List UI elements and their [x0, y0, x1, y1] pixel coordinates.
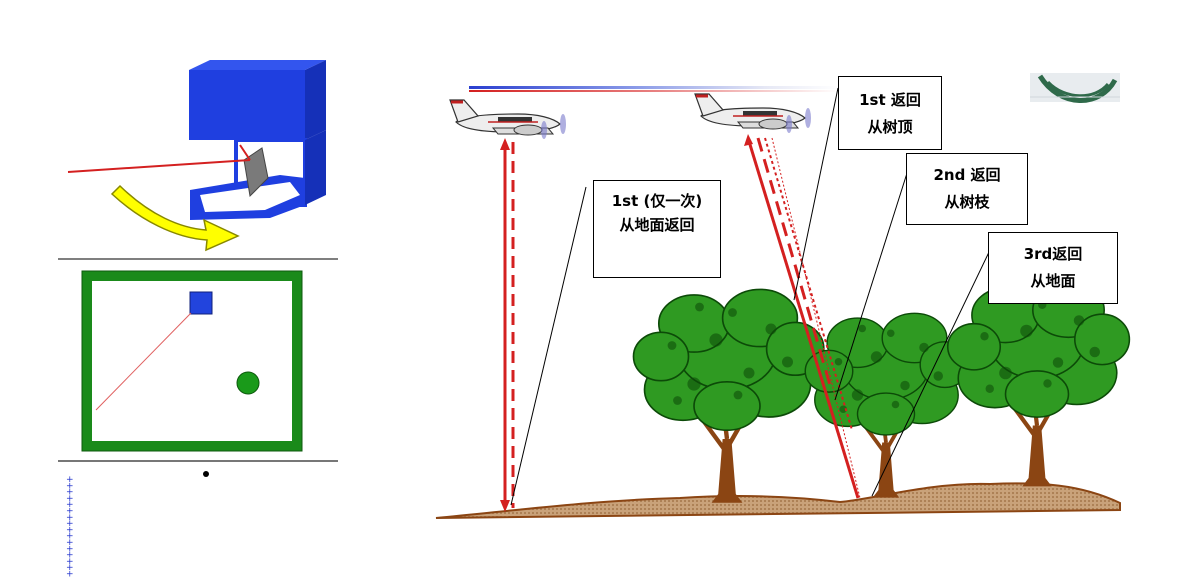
laser-return-1 [500, 138, 515, 512]
tree-icon [634, 289, 824, 502]
tree-icon [948, 283, 1130, 487]
point-mark: + [66, 532, 74, 542]
header-bar [469, 86, 839, 89]
callout-line: 1st 返回 [859, 91, 921, 109]
point-mark: + [66, 500, 74, 510]
point-mark: + [66, 525, 74, 535]
rotation-arrow-icon [110, 184, 240, 252]
callout-line: 从树顶 [867, 118, 913, 136]
pointer-line [793, 87, 839, 301]
laser-returns-2 [744, 134, 861, 499]
point-mark: + [66, 494, 74, 504]
dot-icon [203, 471, 209, 477]
scan-frame [81, 270, 303, 452]
callout-line: 从地面返回 [619, 216, 695, 234]
point-mark: + [66, 551, 74, 561]
point-mark: + [66, 570, 74, 580]
point-mark: + [66, 488, 74, 498]
point-mark: + [66, 481, 74, 491]
callout-line: 1st (仅一次) [611, 192, 703, 210]
scan-line [95, 312, 192, 411]
callout-line: 从树枝 [944, 193, 990, 211]
point-mark: + [66, 475, 74, 485]
point-mark: + [66, 513, 74, 523]
callout-first-return: 1st 返回 从树顶 [838, 76, 942, 150]
point-mark: + [66, 538, 74, 548]
point-mark: + [66, 544, 74, 554]
ground [435, 482, 1121, 519]
scanner-box-icon [189, 60, 326, 220]
point-mark: + [66, 519, 74, 529]
green-circle-icon [236, 371, 260, 395]
blue-square-icon [189, 291, 213, 315]
logo-icon [1030, 73, 1120, 103]
callout-ground-only-return: 1st (仅一次) 从地面返回 [593, 180, 721, 278]
callout-line: 从地面 [1030, 272, 1076, 290]
airplane-icon [448, 98, 568, 141]
pointer-line [510, 186, 587, 506]
pointer-line [871, 249, 991, 497]
laser-beam-line [67, 159, 251, 173]
pointer-line [834, 169, 909, 401]
airplane-icon [693, 92, 813, 135]
point-mark: + [66, 557, 74, 567]
point-mark: + [66, 563, 74, 573]
callout-third-return: 3rd返回 从地面 [988, 232, 1118, 304]
point-marks: ++++++++++++++++ [66, 475, 74, 580]
point-mark: + [66, 507, 74, 517]
callout-line: 3rd返回 [1023, 245, 1083, 263]
callout-line: 2nd 返回 [933, 166, 1001, 184]
callout-second-return: 2nd 返回 从树枝 [906, 153, 1028, 225]
